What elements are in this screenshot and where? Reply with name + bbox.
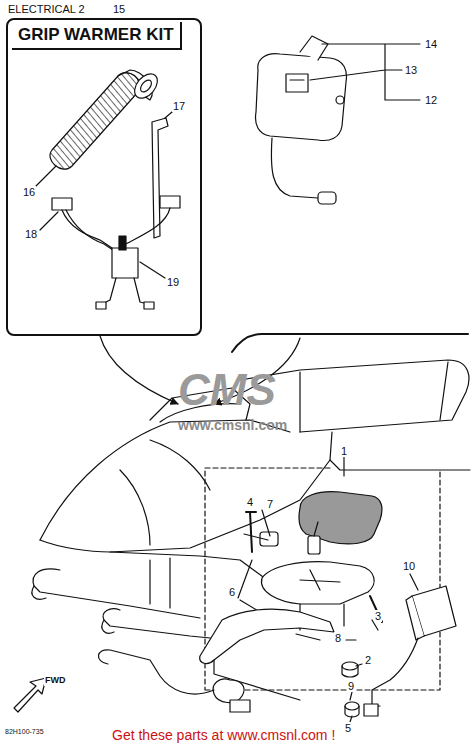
drawing-number: 82H100-735 [4, 728, 45, 736]
callout-number: 1 [340, 445, 348, 457]
callout-number: 10 [402, 560, 416, 572]
callout-number: 15 [112, 3, 126, 15]
callout-number: 6 [228, 586, 236, 598]
callout-number: 19 [166, 276, 180, 288]
direction-label: FWD [44, 676, 67, 686]
callout-number: 16 [22, 186, 36, 198]
callout-number: 7 [266, 498, 274, 510]
callout-number: 3 [374, 610, 382, 622]
callout-number: 4 [246, 496, 254, 508]
callout-number: 5 [344, 722, 352, 734]
grip-heater [36, 69, 162, 186]
callout-number: 9 [347, 680, 355, 692]
wire-harness [40, 196, 180, 309]
watermark: www.cmsnl.com [178, 418, 287, 433]
clip-pin [152, 112, 172, 238]
throttle-assembly [98, 456, 456, 722]
watermark: CMS [178, 366, 276, 414]
callout-number: 18 [24, 228, 38, 240]
diagram-title: ELECTRICAL 2 [8, 3, 85, 15]
callout-number: 8 [334, 632, 342, 644]
callout-number: 14 [424, 38, 438, 50]
callout-number: 13 [404, 64, 418, 76]
callout-number: 17 [172, 100, 186, 112]
kit-box: GRIP WARMER KIT [6, 18, 202, 336]
callout-number: 2 [364, 654, 372, 666]
switch-housing [256, 36, 420, 204]
forward-arrow [14, 678, 46, 712]
kit-heading: GRIP WARMER KIT [12, 22, 182, 50]
callout-number: 12 [424, 94, 438, 106]
caption-link: Get these parts at www.cmsnl.com ! [112, 728, 335, 743]
snowmobile-outline [32, 360, 470, 640]
